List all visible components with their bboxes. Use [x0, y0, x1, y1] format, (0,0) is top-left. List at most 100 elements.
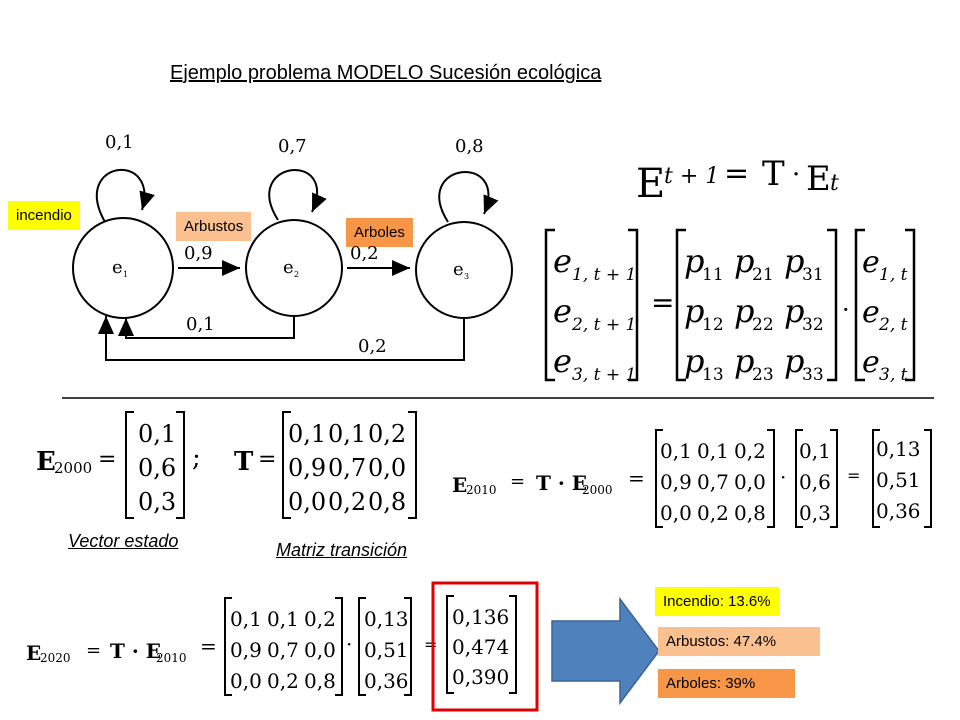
rhs-vector-entry: e: [862, 245, 880, 280]
t-matrix-cell: 0,8: [368, 488, 406, 516]
rhs-vector-subscript: 1, t: [879, 265, 908, 285]
p-matrix-entry: p: [734, 242, 754, 280]
e2010-vector-value: 0,3: [799, 501, 831, 525]
e2020-res-bracket-left: [446, 595, 454, 694]
edge-e3-e1: [98, 316, 465, 361]
e2000-equals: =: [98, 447, 116, 472]
e2020-vector-value: 0,36: [364, 669, 409, 693]
bracket-lhs-left: [544, 228, 555, 382]
state-circle-e1: [72, 217, 174, 319]
result-highlight-box: [431, 581, 539, 712]
e2020-T-cell: 0,9: [230, 638, 262, 662]
page-title: Ejemplo problema MODELO Sucesión ecológi…: [170, 62, 602, 84]
p-matrix-subscript: 23: [752, 365, 774, 385]
p-matrix-entry: p: [684, 342, 704, 380]
e2010-T-cell: 0,1: [660, 439, 692, 463]
e2020-T-bracket-left: [224, 597, 232, 696]
state-circle-e2: [245, 219, 343, 317]
e2010-T-cell: 0,7: [697, 470, 729, 494]
e2020-T-cell: 0,8: [304, 669, 336, 693]
state-circle-e3: [415, 221, 513, 319]
e2020-dot: ·: [346, 632, 352, 656]
p-matrix-entry: p: [784, 342, 804, 380]
e2020-result-value: 0,474: [452, 635, 509, 659]
state-e2-label: e: [283, 257, 294, 278]
state-e2-sub: 2: [294, 270, 299, 279]
p-matrix-entry: p: [734, 292, 754, 330]
e2020-vector-value: 0,51: [364, 638, 409, 662]
e2010-T-cell: 0,0: [660, 501, 692, 525]
e2020-equals3: =: [424, 635, 437, 654]
self-loop-e2-weight: 0,7: [278, 136, 307, 157]
e2020-T-cell: 0,1: [230, 607, 262, 631]
p-matrix-entry: p: [784, 292, 804, 330]
e2020-T-cell: 0,7: [267, 638, 299, 662]
e2020-vec-bracket-left: [358, 597, 366, 696]
bracket-rhs-left: [854, 228, 865, 382]
e2020-T-cell: 0,0: [230, 669, 262, 693]
e2020-res-bracket-right: [509, 595, 517, 694]
bracket-p-left: [675, 228, 686, 382]
e2020-equals: =: [86, 640, 101, 661]
e2010-rhs-sub: 2000: [582, 483, 613, 497]
e2010-vector-value: 0,6: [799, 470, 831, 494]
formula-E-rhs: E: [806, 159, 831, 199]
t-matrix-cell: 0,1: [328, 420, 366, 448]
e2020-T-cell: 0,2: [267, 669, 299, 693]
self-loop-e3-weight: 0,8: [455, 136, 484, 157]
e2020-sub: 2020: [40, 651, 71, 665]
e2010-equals2: =: [628, 466, 645, 490]
e2010-T-bracket-right: [767, 429, 775, 528]
e2010-result-value: 0,51: [876, 468, 921, 492]
formula-sub-t: t: [830, 171, 839, 196]
p-matrix-subscript: 32: [802, 315, 824, 335]
e2020-T-cell: 0,1: [267, 607, 299, 631]
t-matrix-label: T: [234, 447, 254, 477]
e2020-vec-bracket-right: [404, 597, 412, 696]
e2020-rhs: T · E: [110, 639, 161, 663]
p-matrix-subscript: 12: [702, 315, 724, 335]
result-arbustos: Arbustos: 47.4%: [658, 627, 820, 656]
e2010-sub: 2010: [466, 483, 497, 497]
e2010-T-bracket-left: [655, 429, 663, 528]
e2000-label: E: [36, 447, 56, 477]
formula-E-lhs: E: [636, 161, 665, 207]
e2020-vector-value: 0,13: [364, 607, 409, 631]
e2010-result-value: 0,36: [876, 499, 921, 523]
e2020-equals2: =: [200, 634, 217, 658]
e2010-vector-value: 0,1: [799, 439, 831, 463]
p-matrix-subscript: 31: [802, 265, 824, 285]
self-loop-e2: [268, 169, 327, 221]
state-e1-sub: 1: [123, 270, 128, 279]
e2010-res-bracket-right: [924, 429, 932, 528]
e2010-T-cell: 0,2: [697, 501, 729, 525]
e2000-vector-value: 0,3: [138, 488, 176, 516]
t-matrix-cell: 0,2: [368, 420, 406, 448]
edge-e2-e1-weight: 0,1: [186, 314, 215, 335]
e2010-T-cell: 0,9: [660, 470, 692, 494]
state-e1-label: e: [112, 257, 123, 278]
state-tag-arboles: Arboles: [346, 218, 413, 247]
e2010-res-bracket-left: [872, 429, 880, 528]
edge-e2-e3-weight: 0,2: [350, 243, 379, 264]
t-matrix-cell: 0,1: [288, 420, 326, 448]
formula-T: T: [762, 154, 785, 194]
rhs-vector-entry: e: [862, 345, 880, 380]
e2020-T-cell: 0,2: [304, 607, 336, 631]
e2010-T-cell: 0,8: [734, 501, 766, 525]
e2020-T-bracket-right: [335, 597, 343, 696]
t-matrix-cell: 0,0: [368, 454, 406, 482]
state-tag-arbustos: Arbustos: [176, 212, 252, 241]
e2010-vec-bracket-right: [830, 429, 838, 528]
e2000-bracket-right: [176, 411, 185, 519]
t-matrix-bracket-left: [282, 411, 291, 519]
state-e3-label: e: [453, 259, 464, 280]
e2010-equals: =: [510, 471, 525, 492]
t-matrix-cell: 0,7: [328, 454, 366, 482]
lhs-vector-subscript: 3, t + 1: [572, 365, 636, 385]
matrix-eq-dot: ·: [842, 296, 850, 324]
e2020-result-value: 0,390: [452, 665, 509, 689]
e2010-vec-bracket-left: [795, 429, 803, 528]
e2020-label: E: [26, 641, 41, 665]
